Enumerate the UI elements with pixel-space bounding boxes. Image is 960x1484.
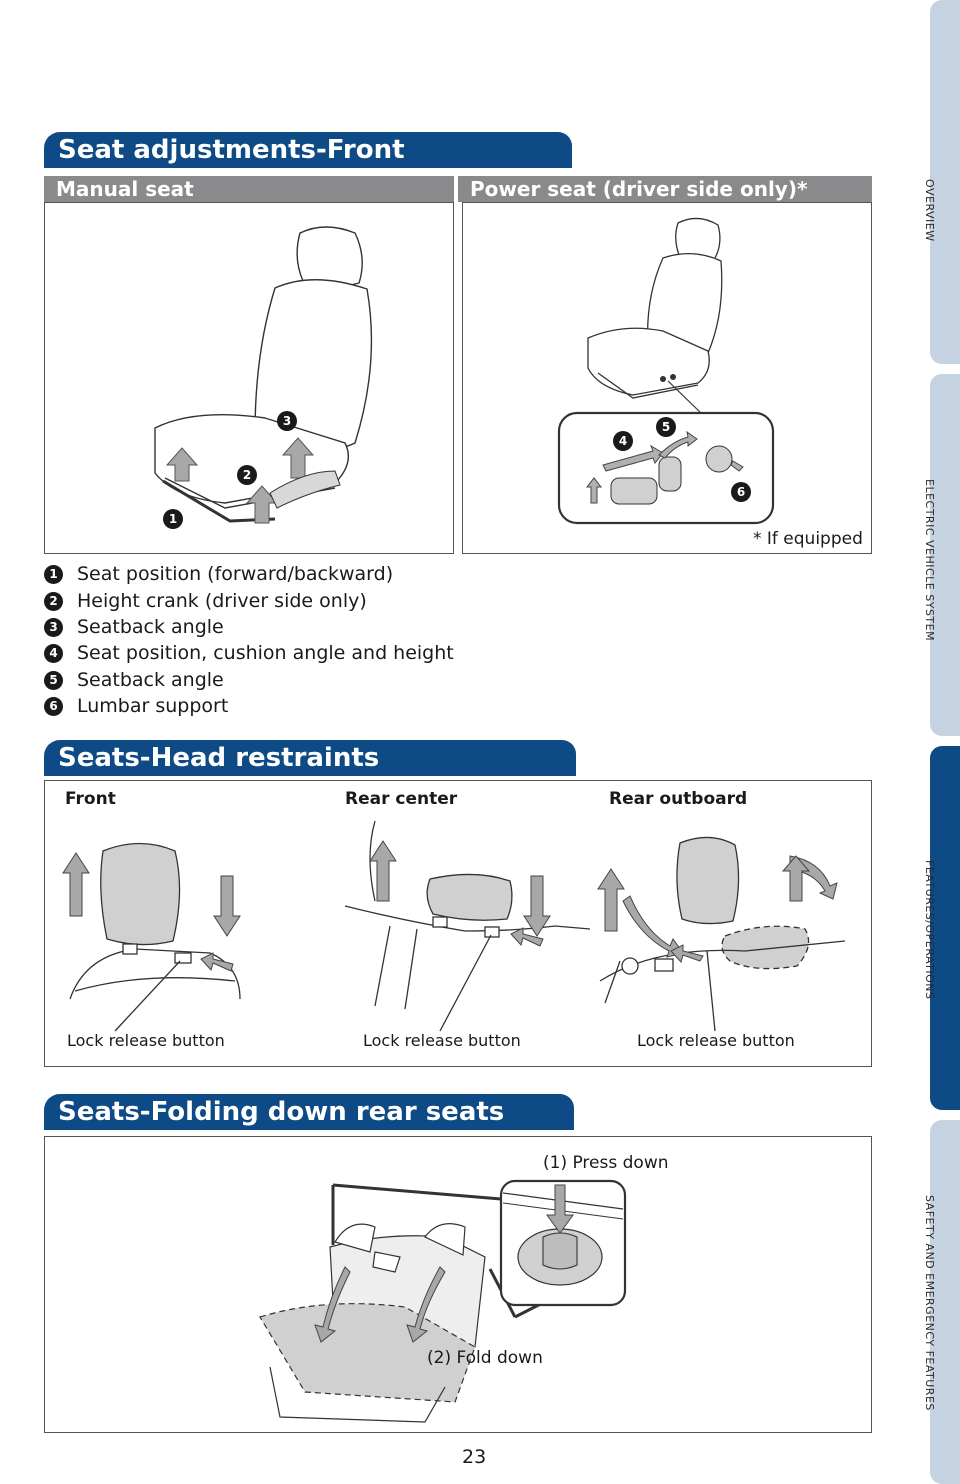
- list-label-1: Seat position (forward/backward): [77, 563, 394, 585]
- callout-3: 3: [277, 411, 297, 431]
- list-item-1: 1 Seat position (forward/backward): [44, 562, 393, 586]
- list-item-6: 6 Lumbar support: [44, 694, 228, 718]
- list-badge-6: 6: [44, 697, 63, 716]
- manual-seat-illustration: [154, 226, 373, 524]
- side-tab-ev-system[interactable]: [930, 374, 960, 736]
- label-rear-outboard: Rear outboard: [609, 789, 748, 809]
- list-item-4: 4 Seat position, cushion angle and height: [44, 641, 454, 665]
- list-item-3: 3 Seatback angle: [44, 615, 224, 639]
- list-badge-1: 1: [44, 565, 63, 584]
- section-header-head-restraints: Seats-Head restraints: [44, 740, 576, 776]
- side-tab-safety[interactable]: [930, 1120, 960, 1484]
- side-label-features: FEATURES/OPERATIONS: [923, 860, 936, 1000]
- press-down-label: (1) Press down: [543, 1153, 669, 1173]
- list-badge-4: 4: [44, 644, 63, 663]
- list-label-2: Height crank (driver side only): [77, 590, 367, 612]
- fold-down-label: (2) Fold down: [427, 1348, 543, 1368]
- list-label-4: Seat position, cushion angle and height: [77, 642, 454, 664]
- list-label-3: Seatback angle: [77, 616, 224, 638]
- power-seat-panel: 4 5 6 * If equipped: [462, 202, 872, 554]
- side-tab-overview[interactable]: [930, 0, 960, 364]
- manual-seat-panel: 1 2 3: [44, 202, 454, 554]
- section-header-seat-front: Seat adjustments-Front: [44, 132, 572, 168]
- lock-release-label-rear-outboard: Lock release button: [637, 1031, 795, 1050]
- callout-6: 6: [731, 482, 751, 502]
- side-tab-features[interactable]: [930, 746, 960, 1110]
- list-badge-2: 2: [44, 592, 63, 611]
- list-label-6: Lumbar support: [77, 695, 229, 717]
- callout-4: 4: [613, 431, 633, 451]
- callout-2: 2: [237, 465, 257, 485]
- lock-release-label-rear-center: Lock release button: [363, 1031, 521, 1050]
- list-badge-3: 3: [44, 618, 63, 637]
- page-number: 23: [462, 1446, 487, 1468]
- head-restraints-panel: Front Rear center Rear outboard: [44, 780, 872, 1067]
- callout-5: 5: [656, 417, 676, 437]
- power-seat-illustration: [557, 217, 775, 525]
- list-badge-5: 5: [44, 671, 63, 690]
- side-label-ev-system: ELECTRIC VEHICLE SYSTEM: [923, 478, 936, 642]
- list-item-5: 5 Seatback angle: [44, 668, 224, 692]
- section-header-folding: Seats-Folding down rear seats: [44, 1094, 574, 1130]
- lock-release-label-front: Lock release button: [67, 1031, 225, 1050]
- label-rear-center: Rear center: [345, 789, 458, 809]
- side-label-overview: OVERVIEW: [923, 178, 936, 242]
- list-label-5: Seatback angle: [77, 669, 224, 691]
- folding-seats-panel: (1) Press down (2) Fold down: [44, 1136, 872, 1433]
- head-restraints-illustration: [62, 820, 846, 1032]
- footnote-if-equipped: * If equipped: [753, 529, 863, 549]
- list-item-2: 2 Height crank (driver side only): [44, 589, 367, 613]
- folding-seats-illustration: [259, 1179, 627, 1423]
- power-seat-header: Power seat (driver side only)*: [458, 176, 872, 202]
- callout-1: 1: [163, 509, 183, 529]
- side-label-safety: SAFETY AND EMERGENCY FEATURES: [923, 1194, 936, 1411]
- manual-seat-header: Manual seat: [44, 176, 454, 202]
- label-front: Front: [65, 789, 116, 809]
